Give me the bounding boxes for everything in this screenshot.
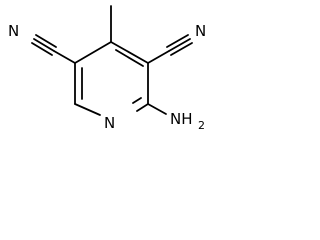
nitrile-left-n-label: N bbox=[8, 22, 19, 40]
nitrile-left-triple-bond-b bbox=[35, 34, 57, 48]
nitrile-left-triple-bond-a bbox=[33, 38, 55, 52]
amino-nh-label: NH bbox=[170, 110, 193, 128]
nitrile-right-triple-bond-a bbox=[168, 38, 191, 52]
ring-n-label: N bbox=[104, 114, 115, 132]
ring-bond-c2-n1-inner bbox=[132, 97, 142, 104]
nitrile-left: N bbox=[8, 22, 76, 64]
nitrile-right-n-label: N bbox=[195, 22, 206, 40]
amino-subscript-label: 2 bbox=[198, 119, 205, 132]
nitrile-right-triple-bond-c bbox=[170, 42, 193, 56]
ring-bond-c5-c4 bbox=[74, 41, 112, 64]
ring-bond-c4-c3 bbox=[110, 41, 149, 64]
pyridine-ring bbox=[74, 41, 149, 116]
nitrile-left-triple-bond-c bbox=[31, 42, 53, 56]
nitrile-right-triple-bond-b bbox=[166, 34, 189, 48]
nitrile-right-single-bond bbox=[147, 50, 170, 64]
ring-bond-c3-c4-inner bbox=[115, 49, 144, 67]
ring-bond-c2-n1 bbox=[136, 103, 149, 112]
ring-bond-n1-c6 bbox=[74, 103, 101, 116]
amino-group: NH 2 bbox=[147, 103, 205, 132]
chemical-structure-diagram: N N N NH 2 bbox=[8, 5, 206, 132]
amino-bond bbox=[147, 103, 167, 115]
nitrile-right: N bbox=[147, 22, 206, 64]
nitrile-left-single-bond bbox=[53, 50, 76, 64]
